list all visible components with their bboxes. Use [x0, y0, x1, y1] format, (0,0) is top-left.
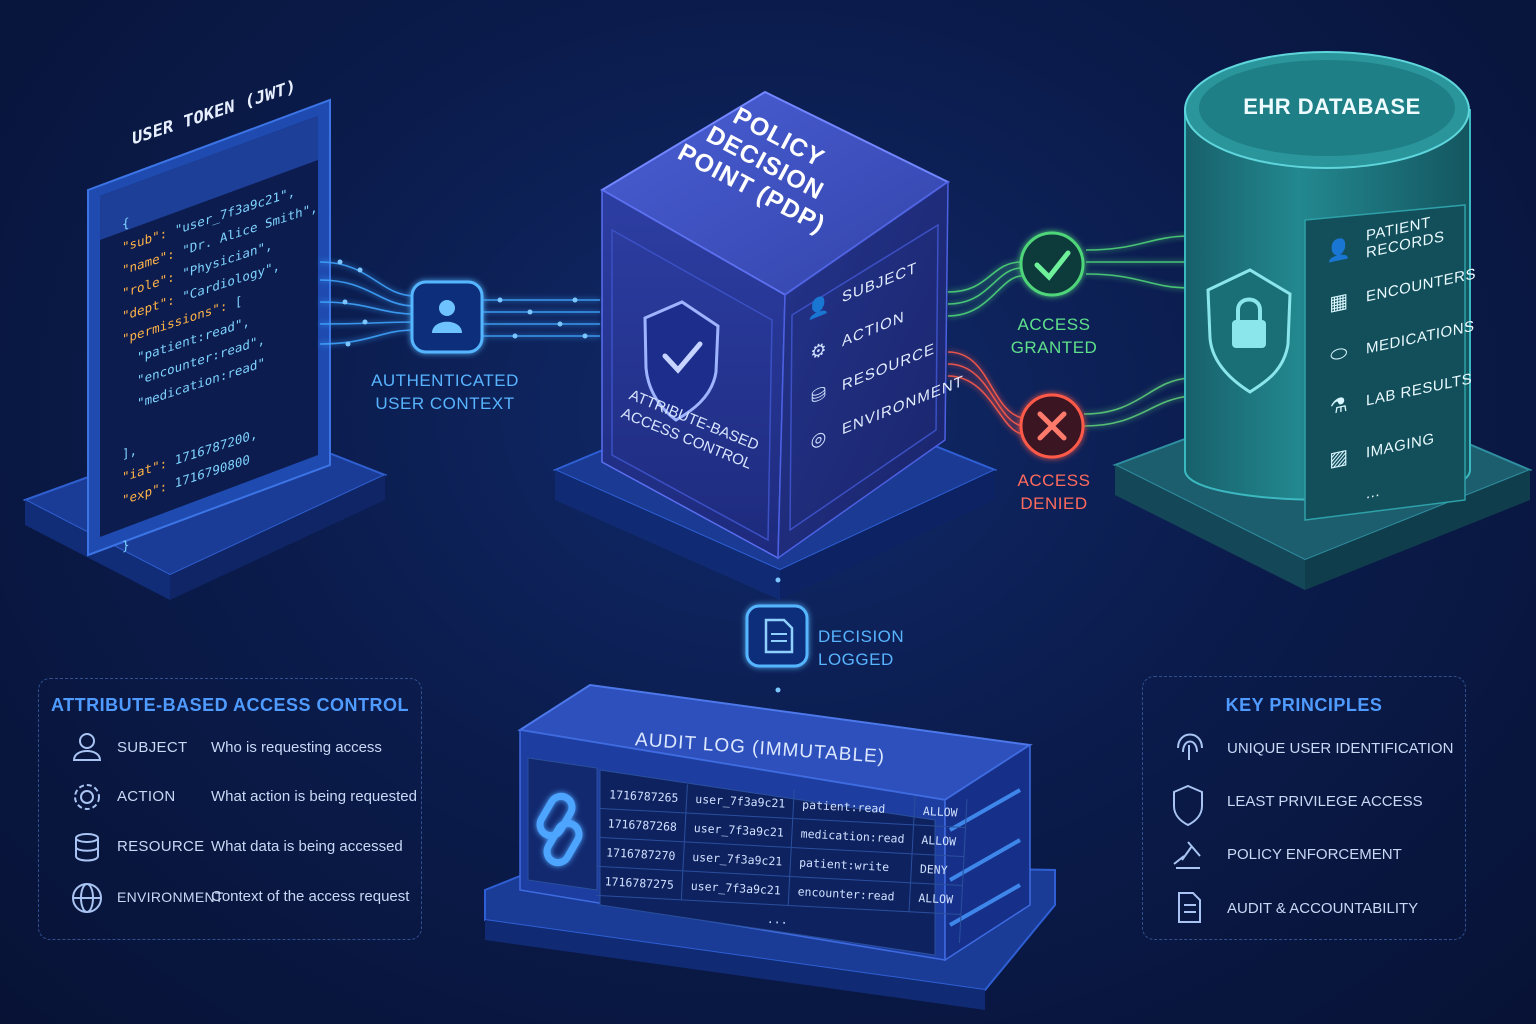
granted-line1: ACCESS — [1017, 315, 1091, 334]
db-item-label: ENCOUNTERS — [1366, 264, 1477, 306]
abac-row-resource: RESOURCE What data is being accessed — [69, 838, 403, 855]
token-card — [87, 98, 331, 557]
token-json-value: } — [122, 536, 130, 554]
abac-row-action: ACTION What action is being requested — [69, 788, 417, 805]
abac-row-name: SUBJECT — [117, 739, 188, 756]
calendar-icon: ▦ — [1329, 288, 1349, 315]
audit-cell-result: ALLOW — [912, 824, 966, 857]
audit-cell-result: ALLOW — [913, 796, 967, 828]
token-json-value: [ — [234, 292, 243, 311]
jwt-token-card: USER TOKEN (JWT) {"sub": "user_7f3a9c21"… — [100, 26, 328, 553]
globe-icon: ◎ — [810, 424, 828, 452]
database-icon: ⛁ — [810, 380, 828, 408]
principle-row: AUDIT & ACCOUNTABILITY — [1227, 900, 1419, 917]
db-title: EHR DATABASE — [1243, 94, 1421, 119]
db-lock-shield-icon — [1206, 268, 1292, 394]
user-icon: 👤 — [1326, 236, 1352, 264]
audit-side-chains — [949, 788, 1021, 927]
abac-row-desc: Context of the access request — [211, 888, 410, 905]
image-icon: ▨ — [1329, 444, 1349, 471]
denied-line1: ACCESS — [1017, 471, 1091, 490]
token-json-value: { — [122, 214, 130, 232]
panel-icons-left — [72, 733, 102, 913]
granted-line2: GRANTED — [1010, 338, 1098, 357]
abac-panel: ATTRIBUTE-BASED ACCESS CONTROL SUBJECT Wh… — [38, 678, 422, 940]
principle-row: UNIQUE USER IDENTIFICATION — [1227, 740, 1454, 757]
pdp-shield-icon — [643, 300, 720, 422]
audit-cell-ts: 1716787275 — [595, 866, 684, 900]
gear-icon: ⚙ — [810, 336, 828, 364]
db-cylinder — [1184, 51, 1471, 521]
audit-cell-result: ALLOW — [909, 882, 963, 915]
audit-cell-ts: 1716787268 — [598, 808, 687, 842]
logged-line1: DECISION — [818, 627, 905, 646]
principles-panel-title: KEY PRINCIPLES — [1225, 695, 1383, 715]
abac-row-name: ACTION — [117, 788, 176, 805]
db-item-label: IMAGING — [1366, 429, 1435, 462]
audit-cell-result: DENY — [910, 853, 964, 886]
abac-row-desc: Who is requesting access — [211, 739, 382, 756]
access-denied-label: ACCESS DENIED — [1004, 469, 1104, 515]
logged-document-node — [745, 604, 809, 668]
denied-connector — [947, 351, 1191, 435]
principle-row: POLICY ENFORCEMENT — [1227, 846, 1402, 863]
flask-icon: ⚗ — [1329, 392, 1349, 419]
abac-row-desc: What data is being accessed — [211, 838, 403, 855]
audit-cell-ts: 1716787270 — [597, 837, 685, 871]
token-json: {"sub": "user_7f3a9c21","name": "Dr. Ali… — [122, 149, 318, 558]
auth-label-line2: USER CONTEXT — [375, 394, 515, 413]
abac-row-name: RESOURCE — [117, 838, 205, 855]
pill-icon: ⬭ — [1330, 341, 1348, 367]
logged-line2: LOGGED — [818, 650, 894, 669]
auth-user-node — [410, 280, 484, 354]
abac-row-subject: SUBJECT Who is requesting access — [69, 739, 382, 756]
abac-row-name: ENVIRONMENT — [117, 888, 224, 905]
auth-connector — [319, 261, 600, 345]
decision-logged-label: DECISION LOGGED — [818, 625, 908, 671]
denied-node — [1019, 393, 1085, 459]
principle-row: LEAST PRIVILEGE ACCESS — [1227, 793, 1423, 810]
user-icon: 👤 — [807, 291, 831, 321]
abac-row-desc: What action is being requested — [211, 788, 417, 805]
auth-context-label: AUTHENTICATED USER CONTEXT — [370, 369, 520, 415]
auth-label-line1: AUTHENTICATED — [371, 371, 519, 390]
granted-connector — [947, 235, 1191, 317]
access-granted-label: ACCESS GRANTED — [1004, 313, 1104, 359]
denied-line2: DENIED — [1020, 494, 1088, 513]
audit-chain-icon — [536, 792, 583, 867]
token-json-value: ], — [122, 441, 138, 462]
principles-panel: KEY PRINCIPLES UNIQUE USER IDENTIFICATIO… — [1142, 676, 1466, 940]
panel-icons-right — [1173, 733, 1203, 923]
db-item-label: MEDICATIONS — [1366, 317, 1475, 358]
db-item-label: LAB RESULTS — [1366, 369, 1473, 410]
granted-node — [1019, 231, 1085, 297]
abac-panel-title: ATTRIBUTE-BASED ACCESS CONTROL — [51, 695, 409, 715]
audit-cell-ts: 1716787265 — [600, 780, 688, 813]
